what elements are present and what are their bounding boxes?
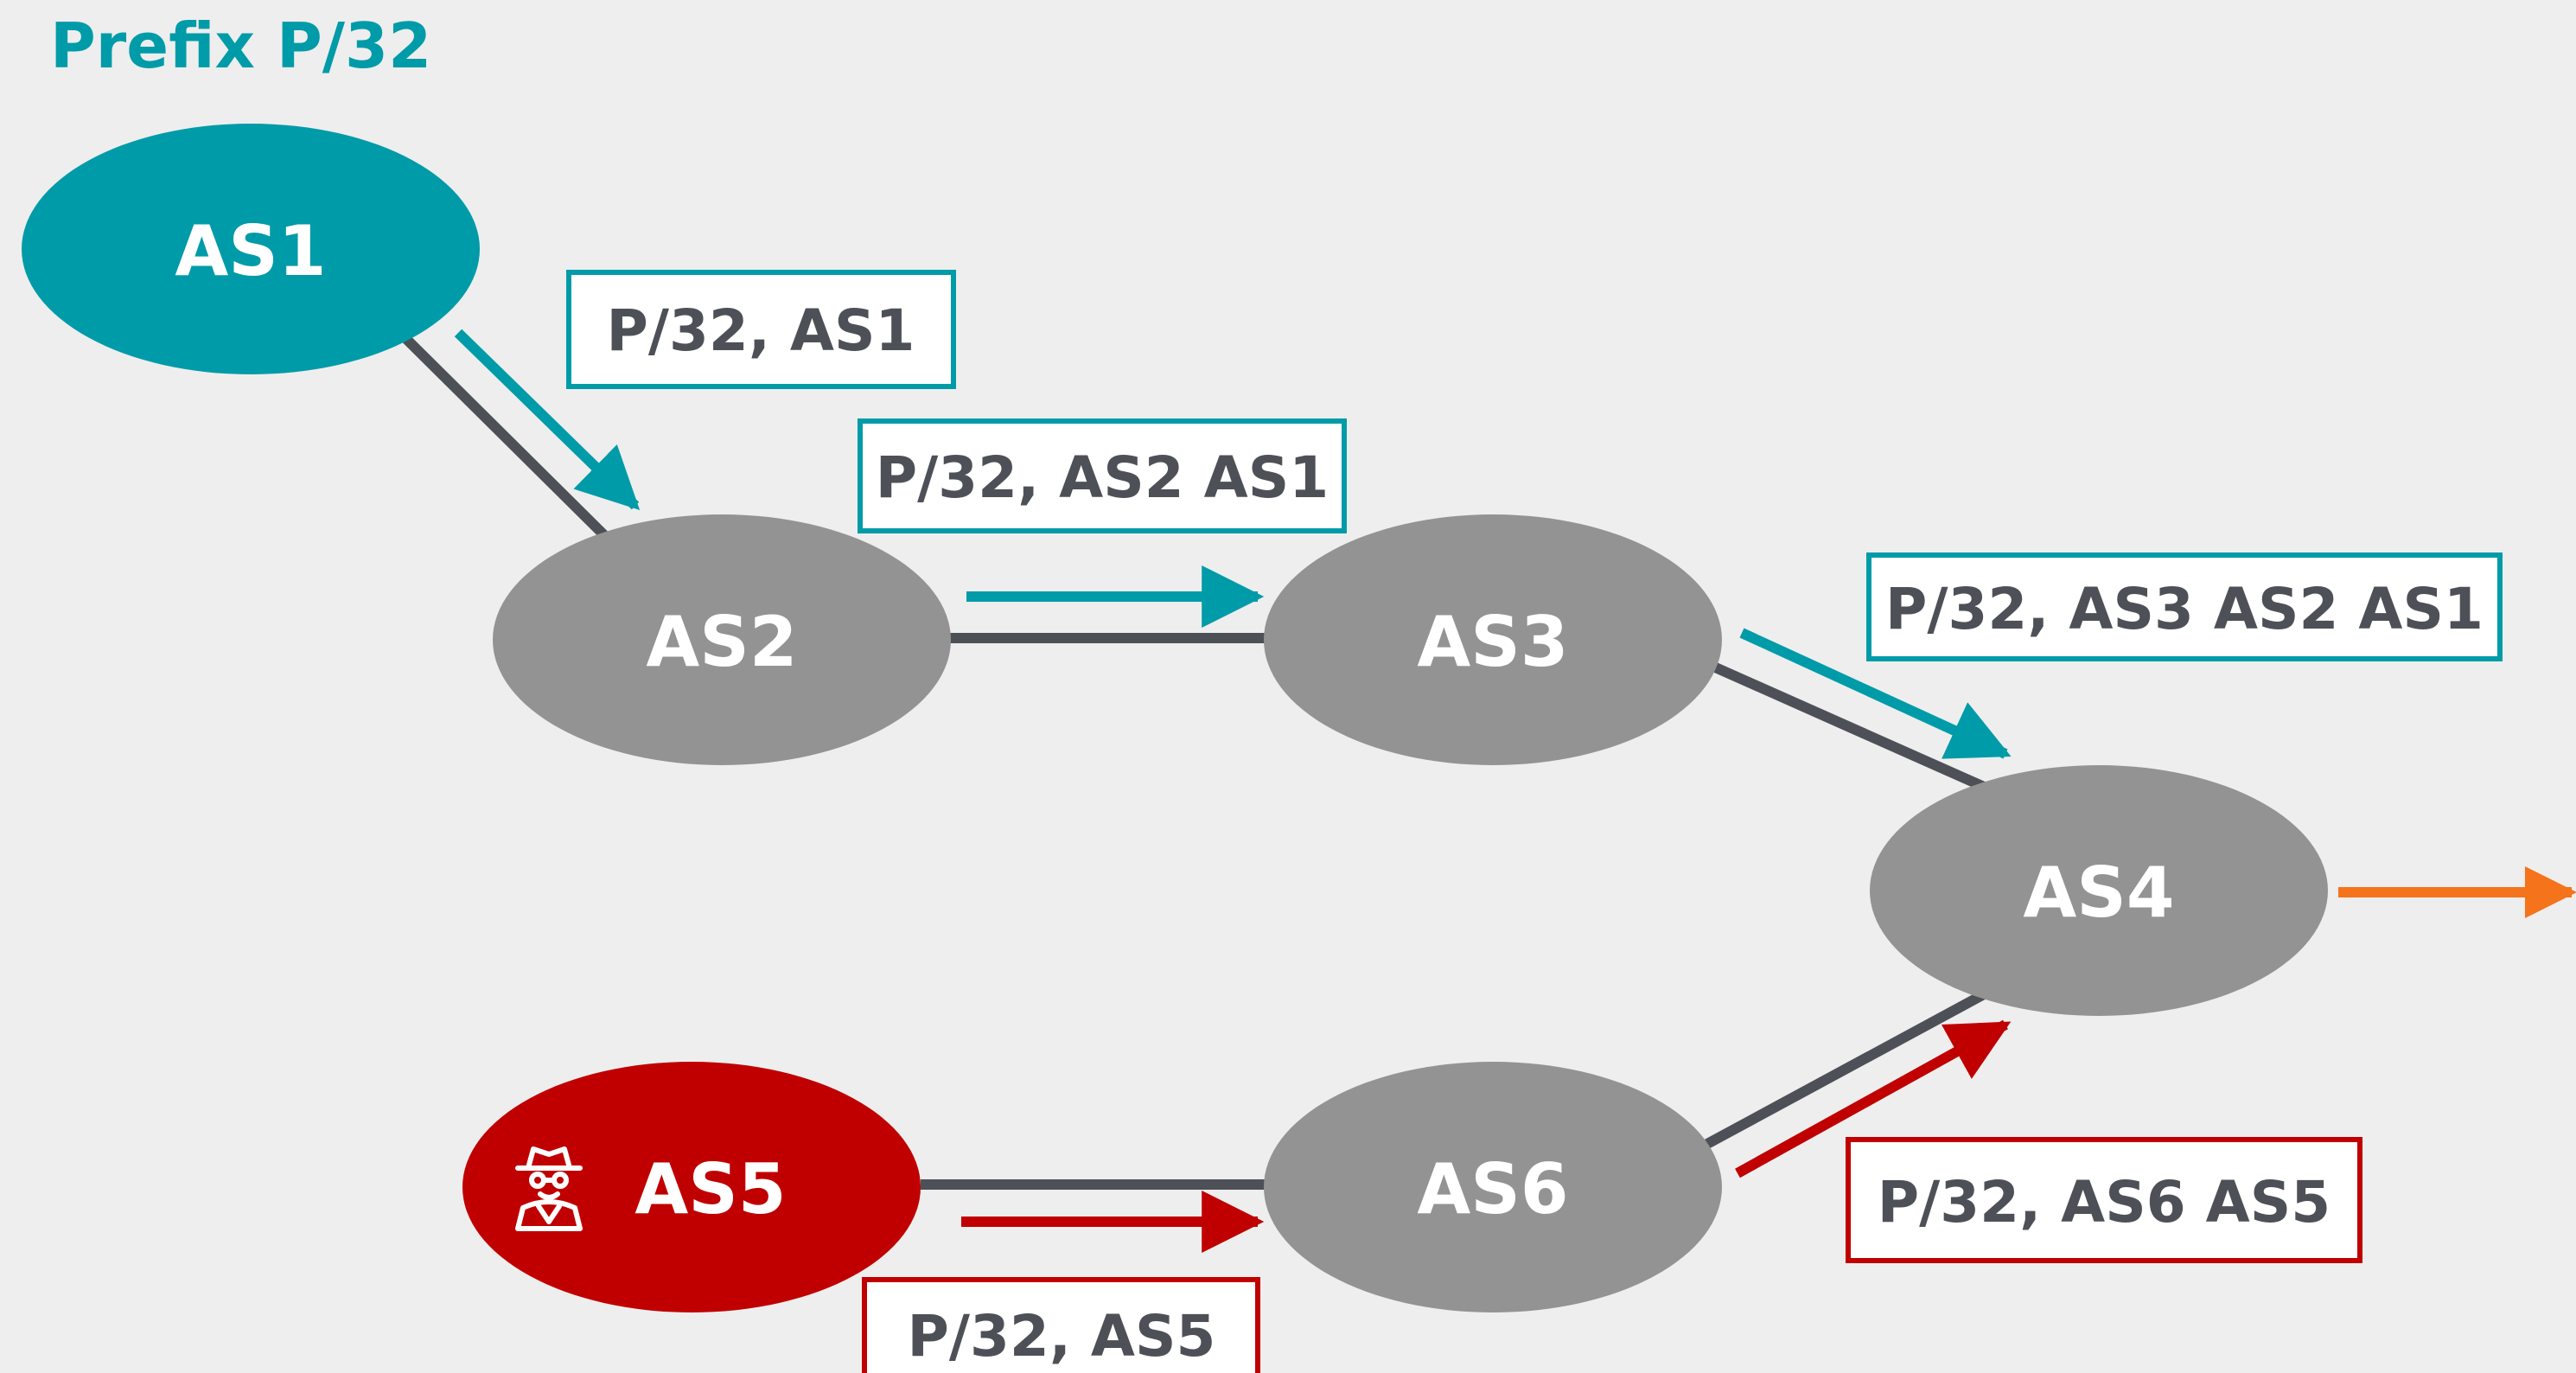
announcement-box-as5-frame	[862, 1277, 1260, 1373]
link-as3-as4	[1709, 661, 1986, 792]
announcement-box-as3-frame	[1866, 552, 2503, 661]
node-as6-label: AS6	[1417, 1149, 1568, 1229]
link-as1-as2	[402, 335, 609, 540]
arrow-as3-to-as4	[1739, 628, 2012, 759]
arrow-as6-to-as4	[1735, 1019, 2012, 1178]
link-as6-as4	[1705, 989, 1986, 1149]
node-as5-shape	[462, 1062, 921, 1312]
announcement-as3-text: P/32, AS3 AS2 AS1	[1885, 576, 2484, 642]
announcement-box-as3: P/32, AS3 AS2 AS1	[1866, 552, 2503, 661]
node-as1-shape	[22, 124, 480, 374]
page-title: Prefix P/32	[50, 10, 431, 82]
announcement-arrows	[454, 329, 2576, 1253]
node-as5: AS5	[462, 1062, 921, 1312]
node-as4-label: AS4	[2023, 853, 2174, 933]
node-as4: AS4	[1870, 765, 2328, 1016]
announcement-box-as2-frame	[858, 418, 1347, 533]
announcement-box-as1: P/32, AS1	[566, 270, 956, 389]
announcement-box-as5: P/32, AS5	[862, 1277, 1260, 1373]
announcement-box-as6-frame	[1846, 1137, 2362, 1263]
node-as2-label: AS2	[646, 602, 797, 682]
announcement-as5-text: P/32, AS5	[908, 1303, 1216, 1370]
node-as1-label: AS1	[175, 211, 326, 291]
node-as1: AS1	[22, 124, 480, 374]
node-as6: AS6	[1264, 1062, 1722, 1312]
node-as4-shape	[1870, 765, 2328, 1016]
node-as2-shape	[493, 514, 951, 765]
node-as6-shape	[1264, 1062, 1722, 1312]
announcement-box-as1-frame	[566, 270, 956, 389]
announcement-as1-text: P/32, AS1	[607, 297, 915, 364]
spy-icon	[515, 1146, 583, 1231]
links	[402, 335, 1986, 1190]
arrow-as1-to-as2	[454, 329, 641, 511]
node-as3-label: AS3	[1417, 602, 1568, 682]
announcement-box-as6: P/32, AS6 AS5	[1846, 1137, 2362, 1263]
announcement-as6-text: P/32, AS6 AS5	[1878, 1169, 2331, 1236]
announcement-box-as2: P/32, AS2 AS1	[858, 418, 1347, 533]
node-as3-shape	[1264, 514, 1722, 765]
node-as5-label: AS5	[634, 1149, 786, 1229]
node-as3: AS3	[1264, 514, 1722, 765]
node-as2: AS2	[493, 514, 951, 765]
announcement-as2-text: P/32, AS2 AS1	[876, 444, 1329, 511]
